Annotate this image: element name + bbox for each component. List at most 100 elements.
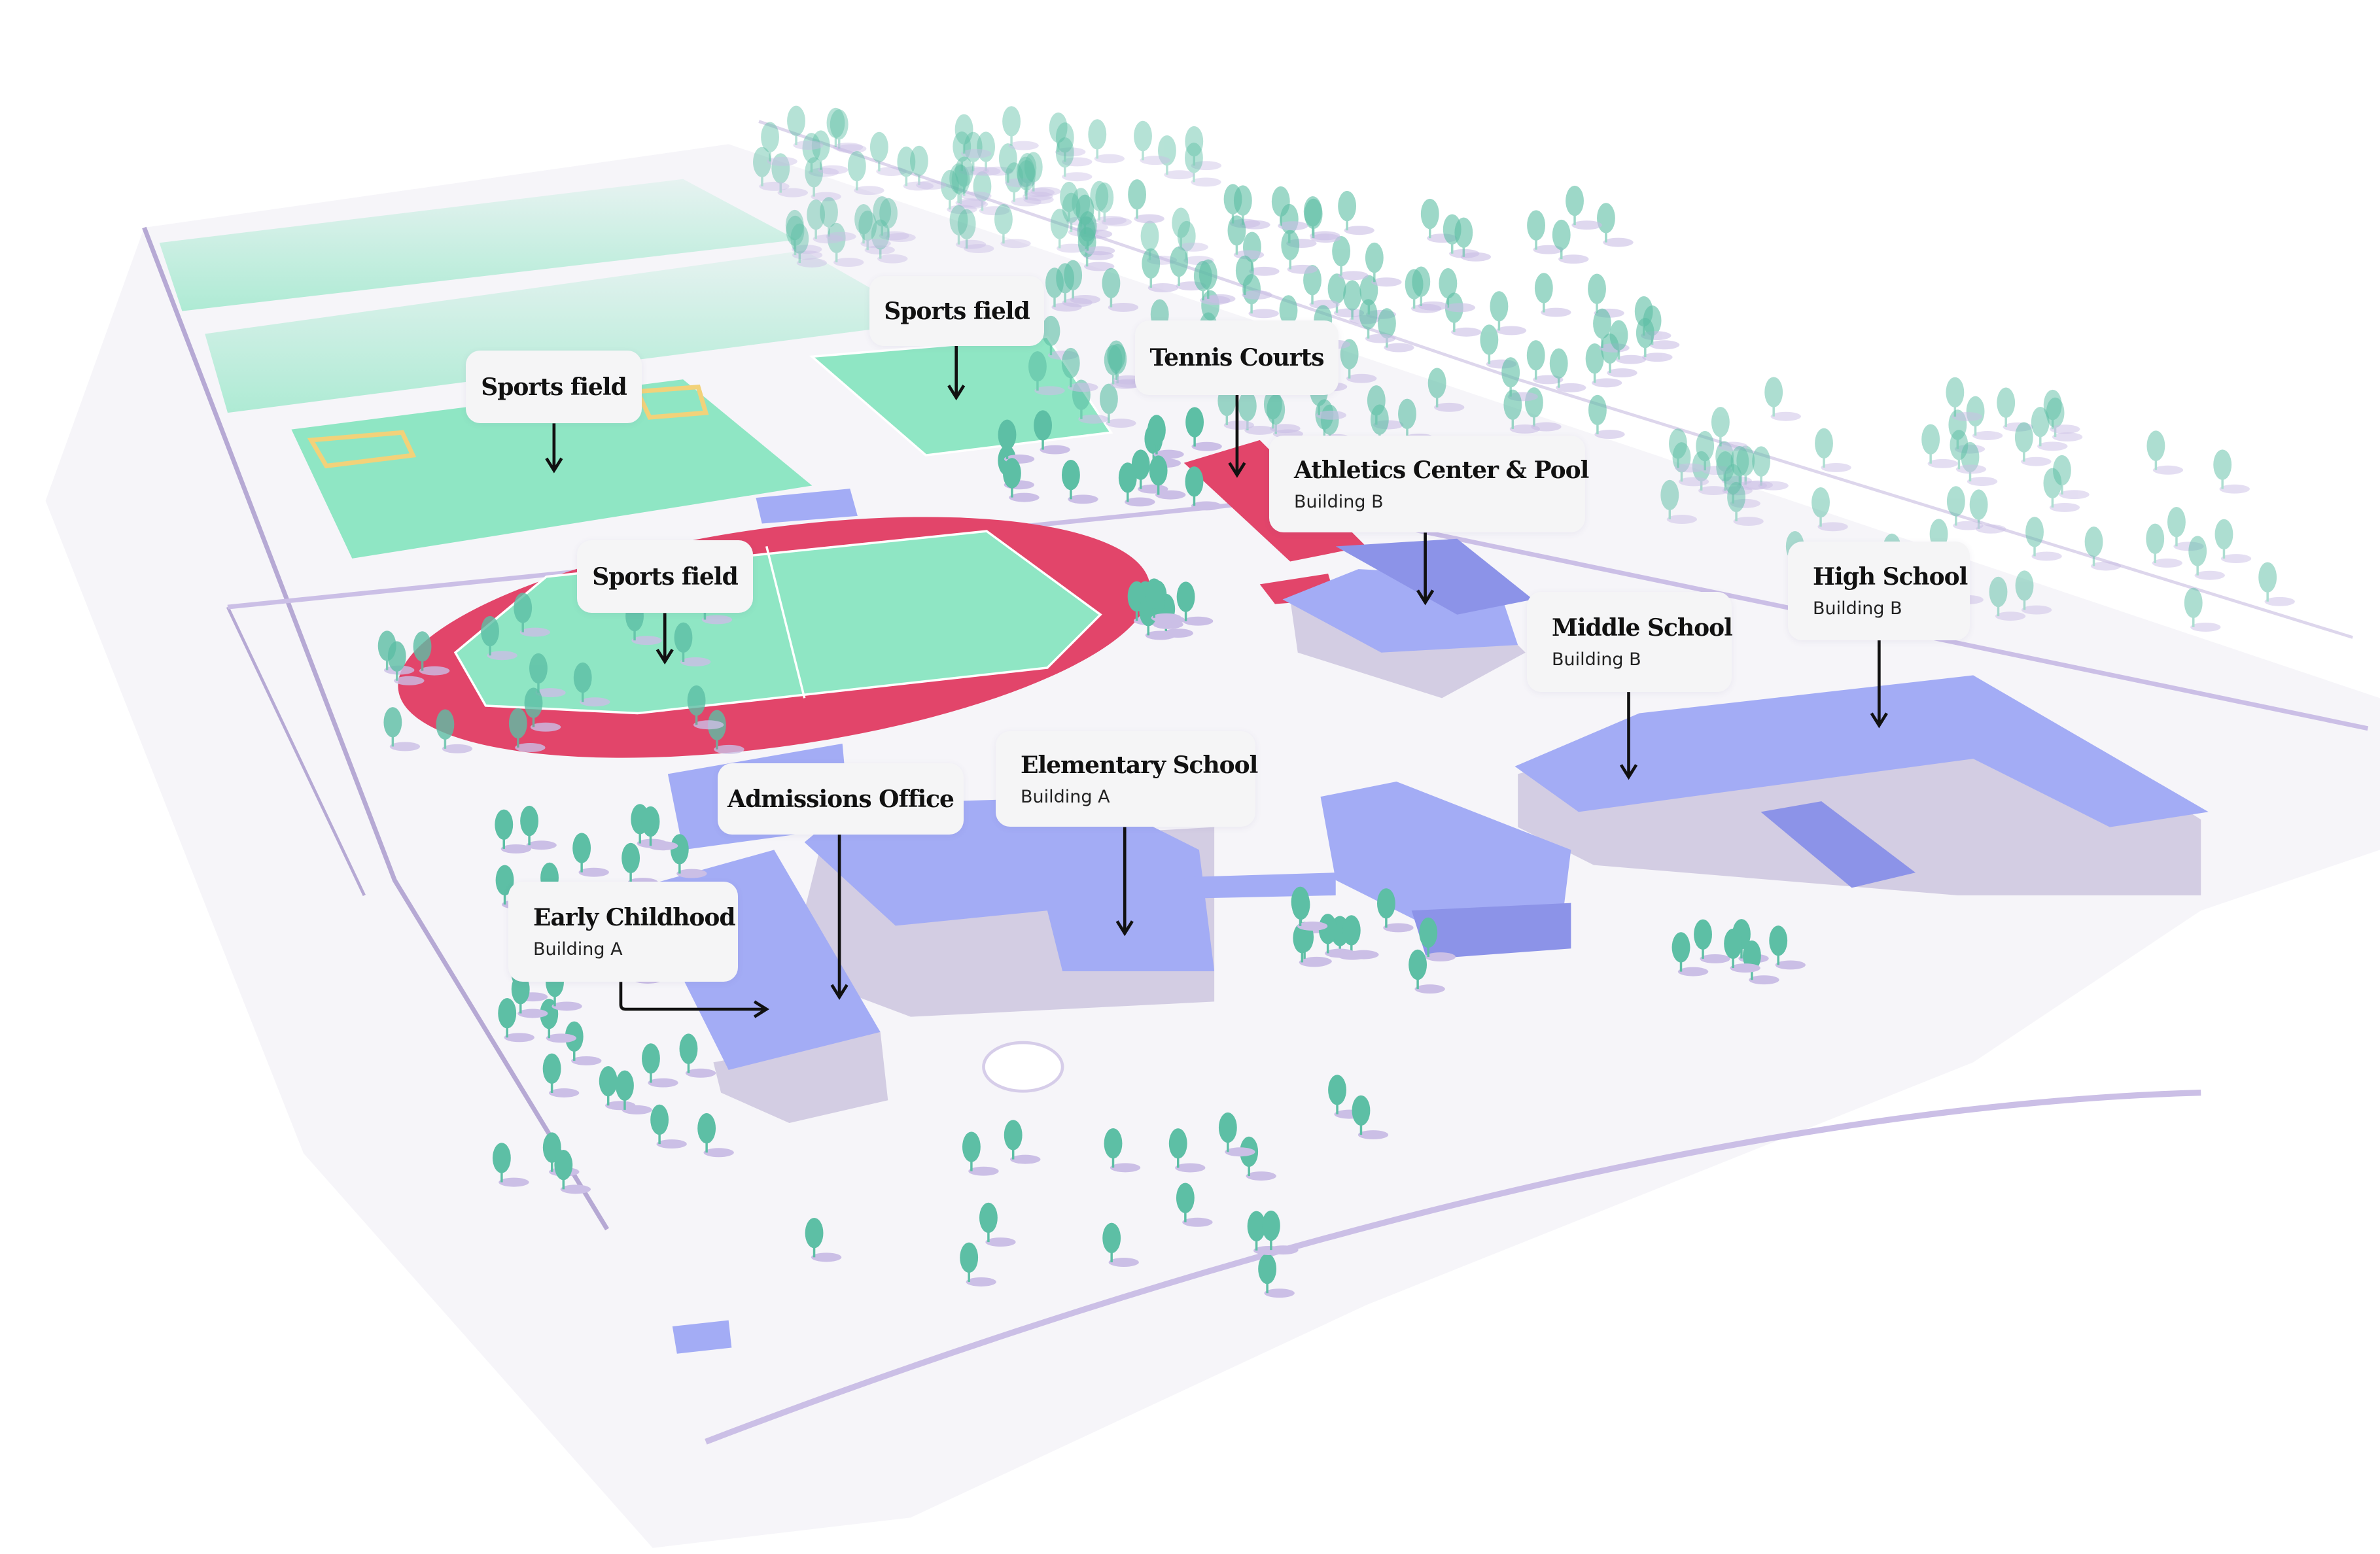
- tree: [954, 114, 992, 158]
- tree: [786, 215, 823, 260]
- tree: [1989, 576, 2026, 621]
- tree: [873, 196, 910, 241]
- tree: [1318, 914, 1356, 958]
- tree: [1157, 135, 1195, 180]
- label-sports-field-track[interactable]: Sports field: [577, 540, 753, 613]
- tree: [508, 708, 546, 752]
- arrow-sports-field-north: [947, 346, 966, 401]
- tree: [1018, 153, 1055, 198]
- tree: [1609, 320, 1647, 364]
- tree: [1176, 581, 1214, 626]
- tree: [1490, 291, 1527, 336]
- tree: [1185, 466, 1222, 511]
- tree: [753, 147, 790, 191]
- tree: [827, 222, 864, 268]
- small-building: [672, 1320, 732, 1354]
- label-sports-field-north[interactable]: Sports field: [869, 276, 1044, 346]
- arrow-admissions-office: [830, 835, 849, 1000]
- tree: [1527, 210, 1564, 254]
- tree: [964, 131, 1001, 176]
- tree: [1727, 481, 1764, 526]
- tree: [1034, 410, 1070, 455]
- tree: [1261, 1210, 1299, 1255]
- tree: [771, 153, 809, 198]
- tree: [670, 834, 707, 878]
- label-sports-field-west[interactable]: Sports field: [466, 351, 642, 423]
- road-edge: [226, 606, 366, 896]
- tree: [1004, 1120, 1041, 1164]
- label-subtitle: Building A: [533, 939, 623, 959]
- tree: [679, 1033, 716, 1078]
- tree: [383, 707, 421, 751]
- tree: [1439, 268, 1476, 313]
- arrow-sports-field-track: [656, 613, 674, 665]
- small-building: [756, 489, 858, 524]
- roundabout: [982, 1041, 1064, 1093]
- label-title: Sports field: [884, 297, 1030, 325]
- tree: [2188, 536, 2225, 580]
- tree: [1338, 190, 1374, 235]
- tree: [1636, 317, 1673, 362]
- tree: [1552, 219, 1589, 264]
- tree: [1002, 106, 1039, 150]
- label-tennis-courts[interactable]: Tennis Courts: [1135, 320, 1339, 395]
- tree: [642, 1043, 678, 1088]
- tree: [481, 615, 517, 661]
- arrow-elementary-school: [1115, 827, 1134, 937]
- label-admissions-office[interactable]: Admissions Office: [718, 763, 964, 835]
- tree: [413, 631, 450, 676]
- label-title: Early Childhood: [533, 904, 736, 931]
- tree: [650, 1104, 687, 1149]
- road-edge: [705, 1089, 2201, 1445]
- tree: [805, 1218, 842, 1262]
- tree: [1055, 137, 1093, 182]
- tree: [492, 1143, 529, 1187]
- label-title: Sports field: [592, 562, 738, 591]
- tree: [1694, 919, 1730, 963]
- tree: [949, 205, 987, 249]
- tree: [1102, 268, 1139, 312]
- tree: [1102, 1222, 1139, 1267]
- tree: [811, 130, 849, 175]
- tree: [1016, 156, 1053, 201]
- tree: [1002, 458, 1040, 502]
- tree: [687, 685, 724, 730]
- tree: [979, 1202, 1016, 1247]
- tree: [1172, 207, 1208, 252]
- athletics-center-building: [1282, 538, 1533, 699]
- tree: [387, 641, 425, 685]
- tree: [962, 1131, 999, 1176]
- tree: [858, 210, 895, 255]
- tree: [674, 622, 711, 666]
- tree: [2184, 587, 2221, 632]
- tree: [1427, 368, 1465, 412]
- tree: [1271, 186, 1308, 231]
- tree: [847, 150, 884, 196]
- tree: [1365, 242, 1402, 287]
- tree: [2258, 562, 2295, 606]
- tree: [1376, 888, 1414, 933]
- tree: [2015, 570, 2052, 615]
- tree: [1024, 152, 1061, 196]
- tree: [1291, 886, 1328, 931]
- tree: [940, 169, 977, 215]
- tree: [1095, 182, 1132, 227]
- arrow-high-school: [1870, 640, 1888, 729]
- tree: [616, 1070, 652, 1114]
- tree: [973, 171, 1010, 216]
- tree: [1950, 430, 1987, 474]
- label-title: High School: [1813, 563, 1968, 591]
- tree: [787, 105, 824, 150]
- tree: [554, 1150, 591, 1194]
- tree: [573, 662, 610, 707]
- tree: [1503, 389, 1541, 434]
- label-subtitle: Building B: [1813, 598, 1902, 619]
- tree: [1946, 486, 1984, 530]
- tree: [1597, 203, 1634, 247]
